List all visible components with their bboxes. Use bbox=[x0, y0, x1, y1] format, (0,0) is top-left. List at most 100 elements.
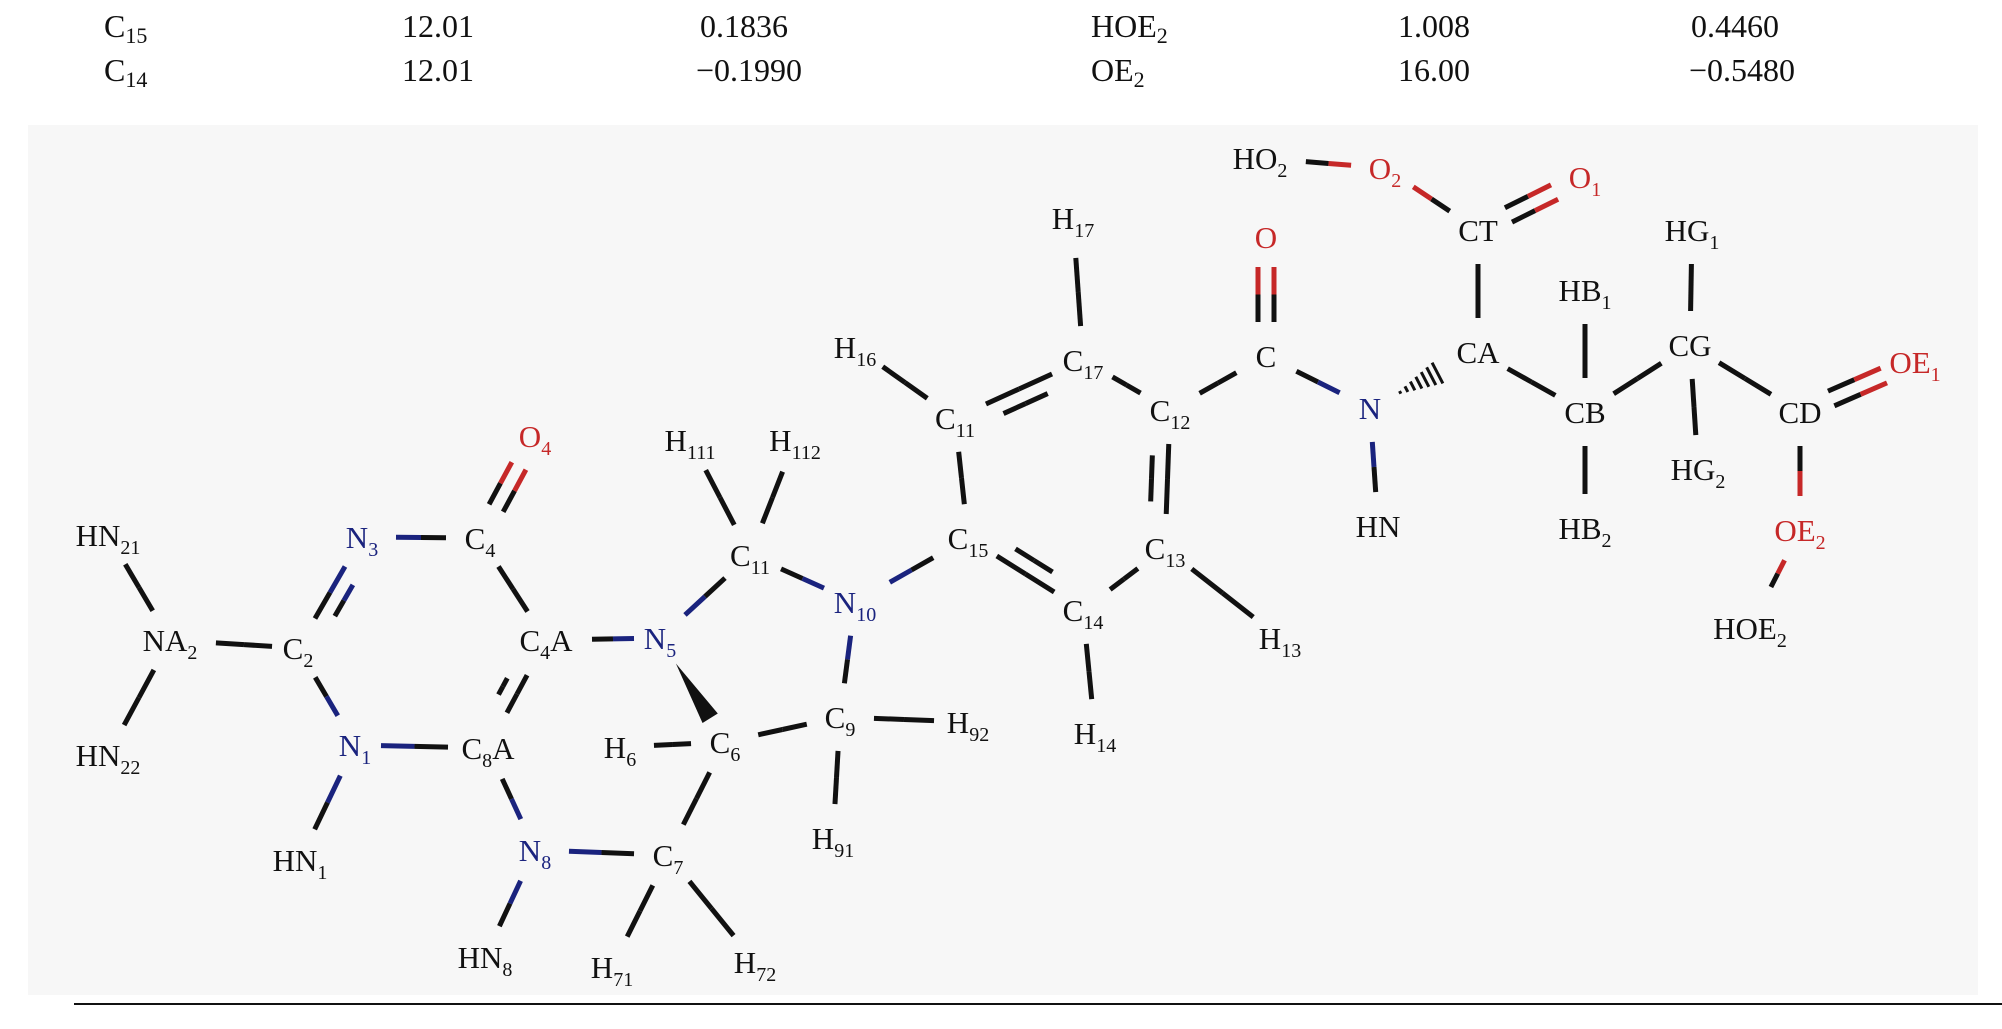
atom-subscript: 22 bbox=[120, 757, 140, 779]
atom-label: OE2 bbox=[1774, 513, 1825, 554]
single-bond bbox=[243, 642, 273, 649]
atom-subscript: 21 bbox=[120, 537, 140, 559]
single-bond bbox=[703, 468, 723, 499]
atom-label: HN22 bbox=[76, 738, 141, 779]
atom-label: H16 bbox=[834, 330, 876, 371]
atom-subscript: 14 bbox=[1083, 612, 1103, 634]
atom-symbol: HG bbox=[1665, 213, 1710, 248]
atom-subscript: 91 bbox=[834, 840, 854, 862]
molecule-structure-diagram: HN21NA2HN22N3C2N1HN1O4C4C4AC8AN8HN8N5H11… bbox=[28, 125, 1978, 995]
single-bond bbox=[1691, 406, 1699, 436]
double-bond-line bbox=[514, 674, 530, 696]
atom-symbol: HN bbox=[76, 738, 121, 773]
atom-subscript: 2 bbox=[187, 642, 197, 664]
single-bond bbox=[760, 496, 775, 525]
double-bond-line bbox=[1017, 371, 1054, 392]
atom-subscript: 4 bbox=[485, 540, 495, 562]
atom-symbol: N bbox=[519, 833, 541, 868]
atom-symbol: NA bbox=[143, 623, 188, 658]
atom-symbol: N bbox=[346, 520, 368, 555]
double-bond-line bbox=[1024, 391, 1049, 406]
atom-subscript: 3 bbox=[368, 539, 378, 561]
double-bond-line bbox=[1014, 546, 1036, 563]
single-bond bbox=[1430, 196, 1452, 214]
double-bond-line bbox=[984, 386, 1021, 407]
bond-layer bbox=[121, 159, 1889, 938]
atom-label: HN bbox=[1356, 509, 1401, 544]
mass-cell: 1.008 bbox=[1398, 8, 1470, 44]
atom-symbol: C bbox=[461, 731, 482, 766]
single-bond bbox=[1775, 559, 1787, 575]
table-bottom-rule bbox=[74, 1003, 2002, 1005]
mass-cell: 16.00 bbox=[1398, 52, 1470, 88]
mass-cell: 12.01 bbox=[402, 52, 474, 88]
single-bond bbox=[380, 743, 415, 749]
atom-label: HB1 bbox=[1558, 273, 1611, 314]
single-bond bbox=[780, 566, 804, 581]
single-bond bbox=[1216, 370, 1238, 386]
atom-subscript: 11 bbox=[751, 557, 770, 579]
single-bond bbox=[624, 909, 643, 938]
atom-symbol: C bbox=[710, 725, 731, 760]
single-bond bbox=[1073, 257, 1081, 293]
single-bond bbox=[841, 659, 850, 684]
atom-subscript: 11 bbox=[956, 420, 975, 442]
single-bond bbox=[499, 777, 514, 801]
double-bond-line bbox=[504, 692, 520, 714]
single-bond bbox=[601, 850, 635, 857]
atom-symbol: C bbox=[519, 623, 540, 658]
atom-symbol: C bbox=[1063, 593, 1084, 628]
atom-label: C17 bbox=[1063, 343, 1104, 384]
single-bond bbox=[1295, 368, 1320, 385]
atom-symbol: C bbox=[730, 538, 751, 573]
double-bond-line bbox=[332, 599, 347, 618]
single-bond bbox=[881, 364, 907, 385]
atom-label: HOE2 bbox=[1713, 611, 1787, 652]
single-bond bbox=[801, 576, 825, 591]
single-bond bbox=[956, 451, 964, 479]
atom-label: HO2 bbox=[1233, 141, 1288, 182]
atom-subscript: 71 bbox=[613, 969, 633, 991]
atom-label: O1 bbox=[1569, 160, 1601, 201]
atom-subscript: 1 bbox=[317, 862, 327, 884]
atom-symbol: H bbox=[834, 330, 856, 365]
atom-label: C2 bbox=[283, 631, 314, 672]
atom-label: O2 bbox=[1369, 151, 1401, 192]
single-bond bbox=[496, 565, 516, 591]
atom-symbol: C bbox=[1063, 343, 1084, 378]
atom-label: C11 bbox=[730, 538, 770, 579]
single-bond bbox=[136, 668, 157, 699]
atom-symbol: O bbox=[1369, 151, 1391, 186]
atom-symbol: N bbox=[834, 585, 856, 620]
single-bond bbox=[497, 902, 513, 928]
atom-suffix: A bbox=[492, 731, 515, 766]
single-bond bbox=[903, 380, 929, 401]
table-row: C15 12.01 0.1836 HOE2 1.008 0.4460 bbox=[0, 8, 2002, 56]
double-bond-line bbox=[1163, 478, 1170, 515]
atom-symbol: C bbox=[1256, 339, 1277, 374]
single-bond bbox=[694, 771, 712, 800]
atom-symbol: C bbox=[935, 401, 956, 436]
atom-label: N5 bbox=[644, 621, 676, 662]
atom-symbol: C bbox=[465, 521, 486, 556]
atom-subscript: 13 bbox=[1165, 550, 1185, 572]
charge-cell: −0.1990 bbox=[696, 52, 803, 88]
atom-symbol: HB bbox=[1558, 511, 1601, 546]
single-bond bbox=[781, 721, 808, 732]
double-bond-line bbox=[1533, 197, 1560, 213]
atom-label: HG2 bbox=[1671, 452, 1726, 493]
atom-label: CA bbox=[1456, 335, 1500, 370]
hashed-wedge-bond bbox=[1419, 371, 1431, 388]
atom-label: H17 bbox=[1052, 201, 1094, 242]
atom-subscript: 13 bbox=[1281, 640, 1301, 662]
double-bond-line bbox=[341, 583, 356, 602]
atom-label: N8 bbox=[519, 833, 551, 874]
single-bond bbox=[325, 774, 343, 804]
atom-symbol: C bbox=[825, 700, 846, 735]
atom-subscript: 2 bbox=[1777, 630, 1787, 652]
atom-name-cell: HOE2 bbox=[1091, 8, 1168, 48]
double-bond-line bbox=[1859, 380, 1889, 397]
atom-label: C15 bbox=[948, 521, 989, 562]
single-bond bbox=[1743, 376, 1773, 397]
atom-subscript: 17 bbox=[1083, 362, 1103, 384]
